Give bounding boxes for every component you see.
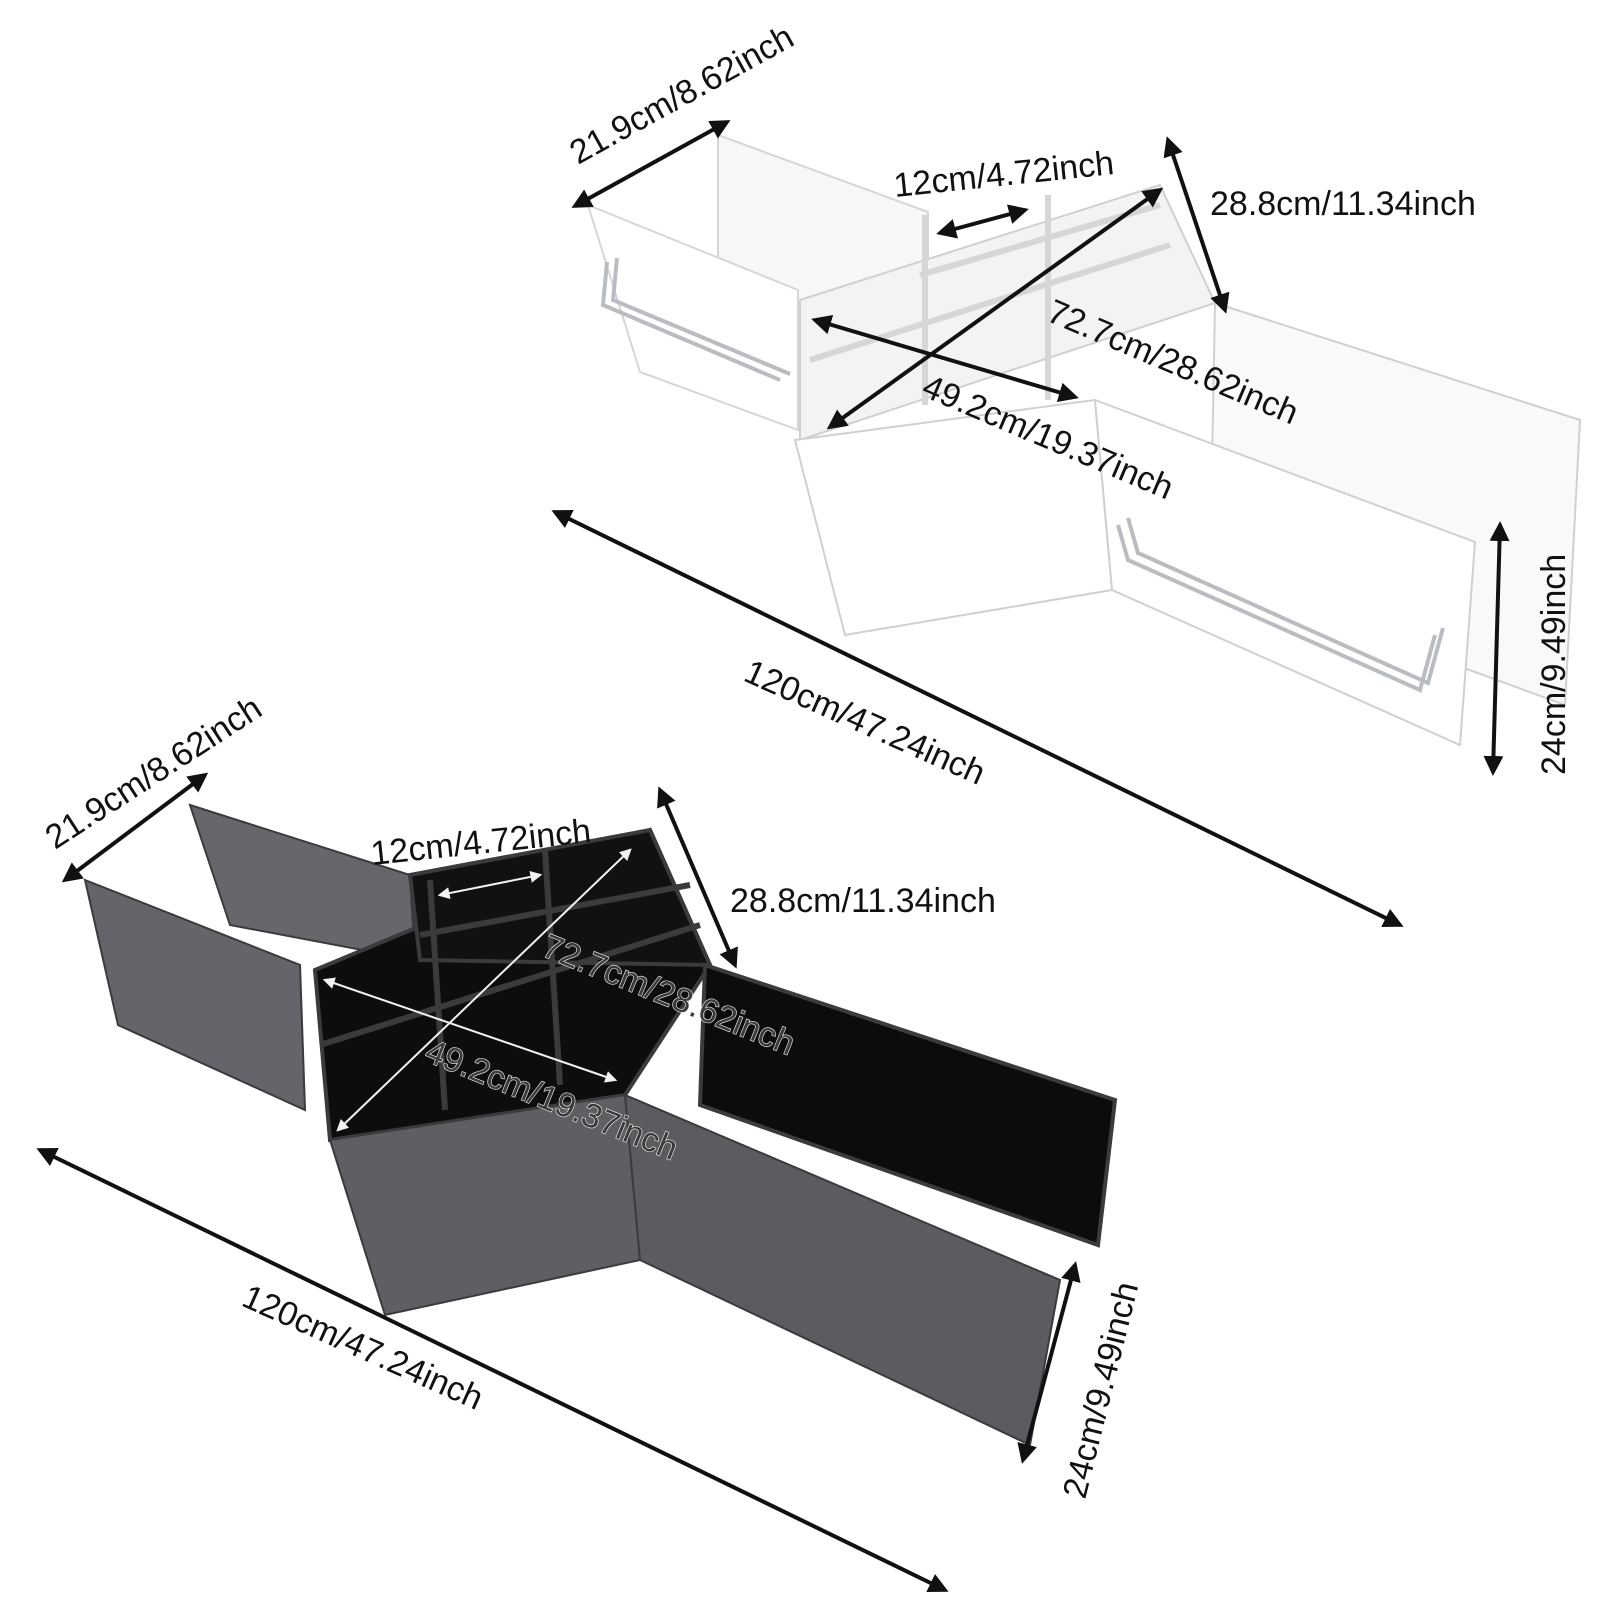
white-cubby-width-label: 12cm/4.72inch bbox=[892, 144, 1116, 205]
dark-panel-height-arrow bbox=[1017, 1261, 1081, 1464]
dark-right-long-panel bbox=[697, 962, 1118, 1248]
white-panel-height-label: 24cm/9.49inch bbox=[1535, 554, 1573, 775]
dark-panel-height-label: 24cm/9.49inch bbox=[1056, 1278, 1146, 1502]
white-total-length-arrow bbox=[551, 510, 1404, 927]
dark-diagonal-short-arrow bbox=[322, 977, 618, 1083]
white-total-length-label: 120cm/47.24inch bbox=[739, 653, 991, 793]
dark-side-height-label: 28.8cm/11.34inch bbox=[730, 882, 996, 920]
dark-side-depth-arrow bbox=[61, 772, 209, 883]
white-dimension-arrows bbox=[551, 120, 1510, 927]
dark-left-door-panel bbox=[83, 878, 307, 1112]
white-diagonal-short-arrow bbox=[811, 314, 1079, 403]
white-left-door-panel bbox=[586, 203, 799, 432]
dark-dimension-arrows bbox=[36, 772, 1081, 1592]
white-panel-height-arrow bbox=[1483, 521, 1510, 776]
white-left-towel-rail bbox=[600, 257, 791, 382]
dark-total-length-arrow bbox=[36, 1148, 949, 1592]
white-side-height-label: 28.8cm/11.34inch bbox=[1210, 185, 1476, 223]
white-cubby-width-arrow bbox=[936, 204, 1029, 239]
white-side-depth-arrow bbox=[571, 120, 731, 208]
white-side-height-arrow bbox=[1163, 136, 1230, 314]
dark-side-height-arrow bbox=[657, 786, 738, 969]
